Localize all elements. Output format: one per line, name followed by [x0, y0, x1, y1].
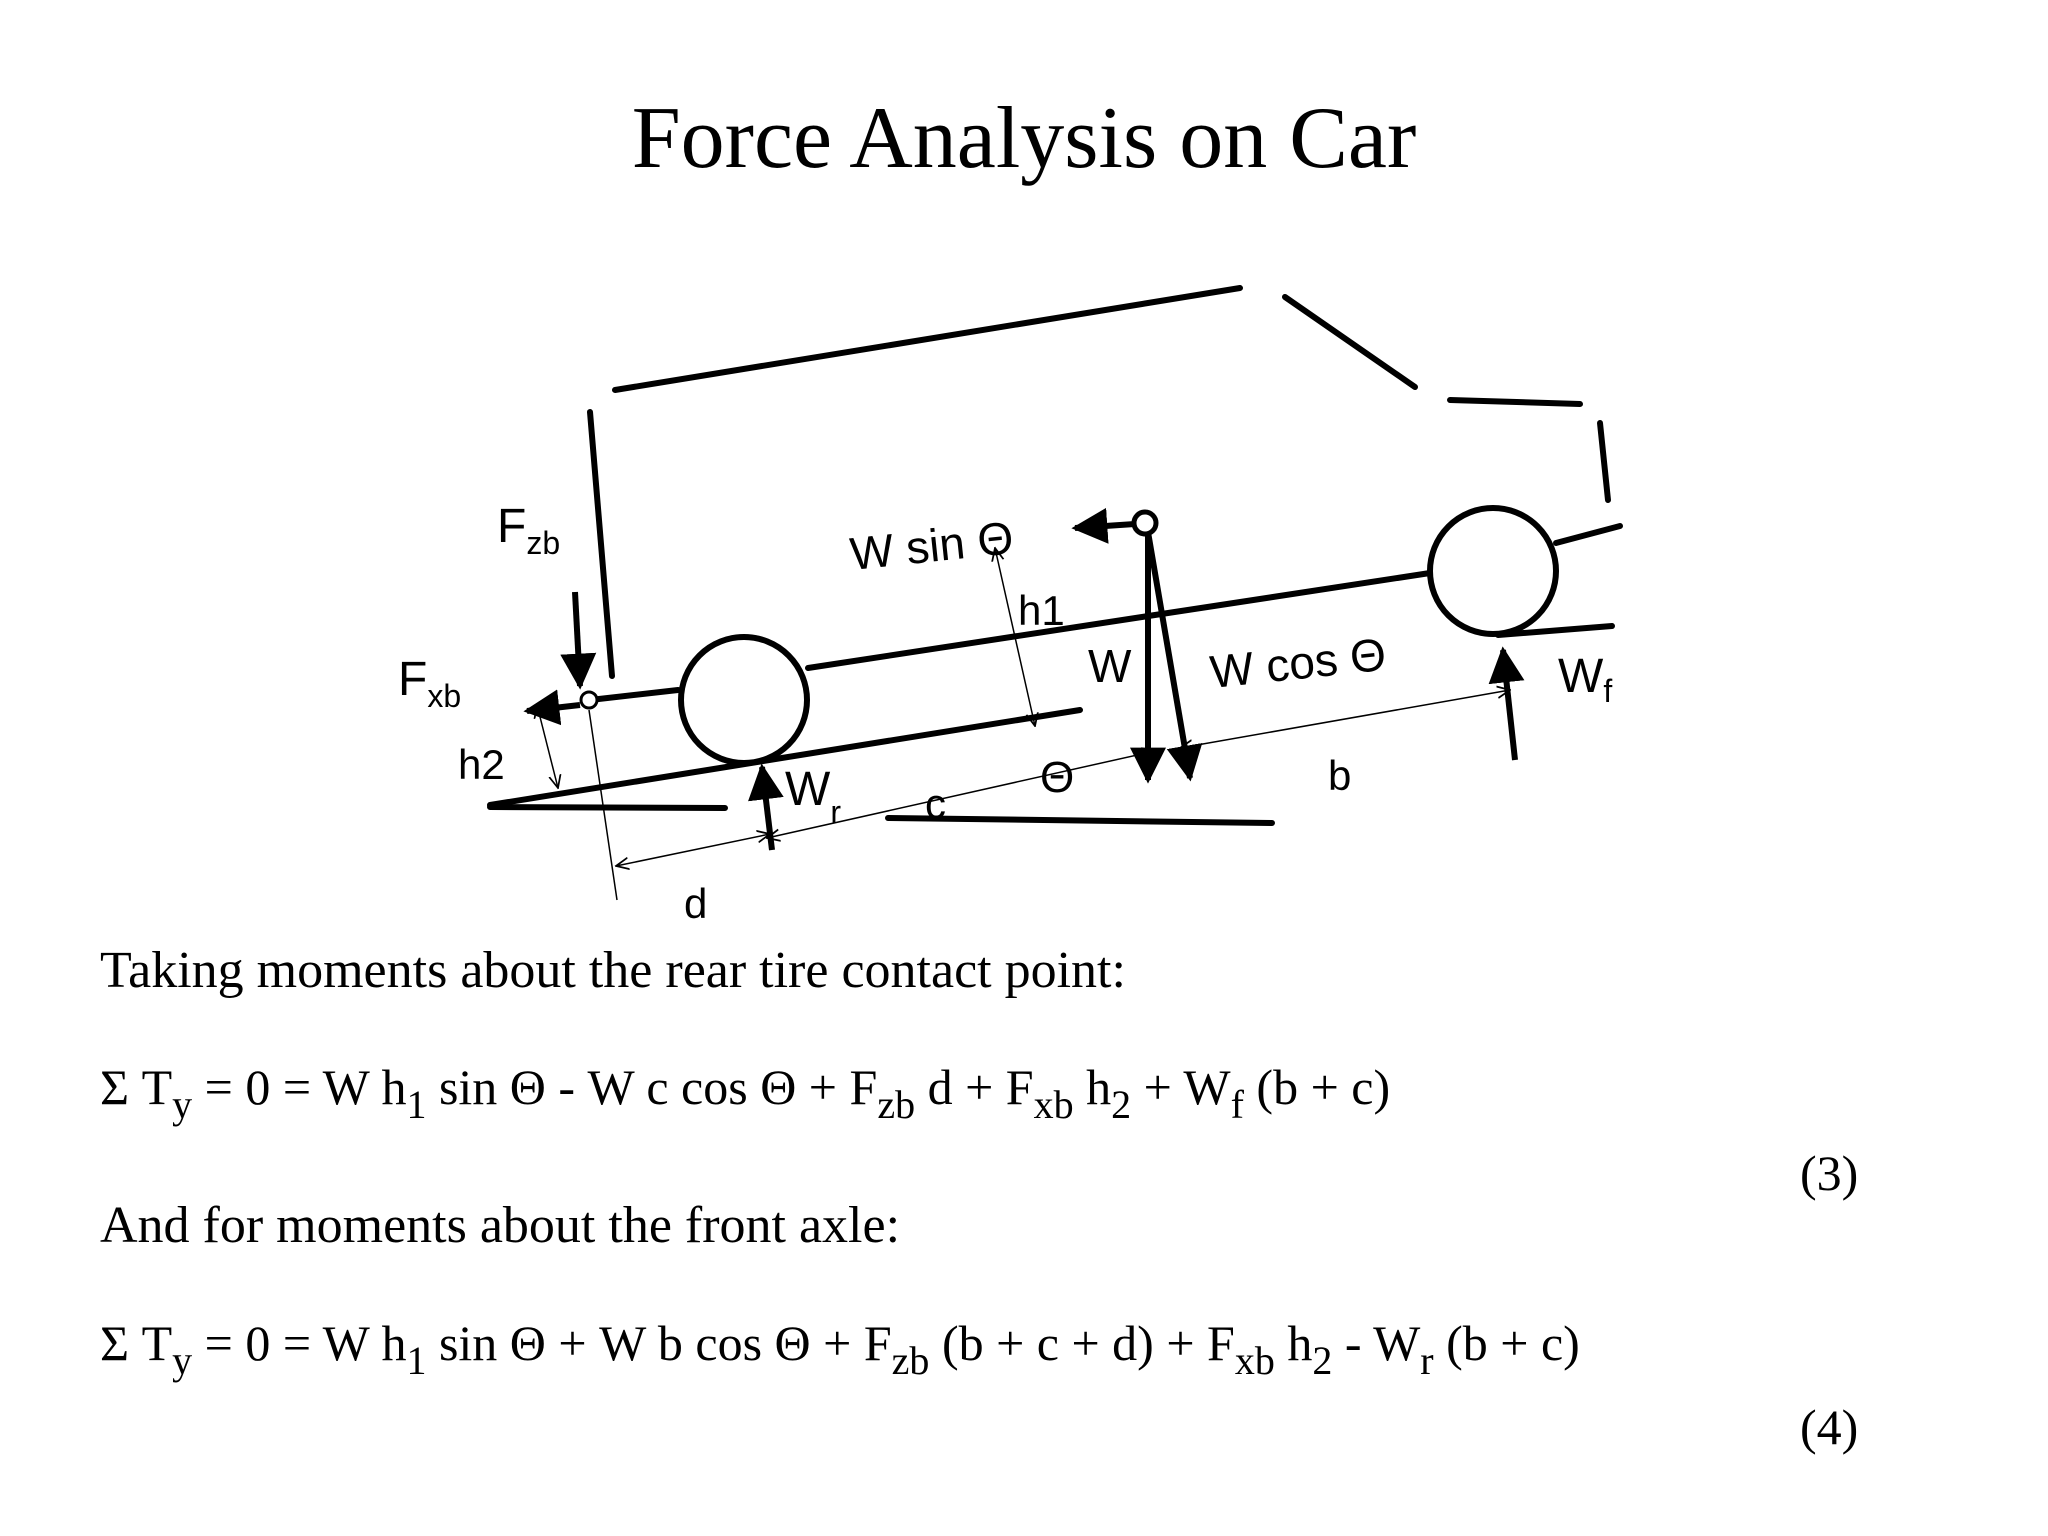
h1-dimension: [995, 548, 1035, 726]
car-body: [487, 285, 1623, 826]
hitch-point: [579, 690, 599, 710]
theta-label: Θ: [1040, 753, 1074, 802]
d-label: d: [684, 880, 707, 927]
fzb-arrow: [560, 591, 597, 690]
page-title: Force Analysis on Car: [631, 90, 1417, 187]
eq3-sub: f: [1230, 1082, 1244, 1127]
c-dimension: [767, 751, 1155, 838]
eq4-sub: xb: [1234, 1338, 1275, 1383]
force-arrows: [523, 507, 1525, 851]
eq3-part: sin Θ - W c cos Θ + F: [426, 1059, 878, 1115]
fzb-label: Fzb: [497, 500, 560, 561]
equation-4-number: (4): [1800, 1399, 1859, 1455]
eq3-sub: zb: [877, 1082, 916, 1127]
eq3-part: (b + c): [1243, 1059, 1391, 1115]
center-of-gravity: [1131, 509, 1159, 537]
b-label: b: [1328, 752, 1351, 799]
windshield-line: [1282, 294, 1418, 390]
eq4-sub: zb: [891, 1338, 930, 1383]
eq4-sub: y: [172, 1338, 193, 1383]
eq4-part: h: [1274, 1315, 1313, 1371]
wf-arrow: [1488, 646, 1525, 761]
eq4-part: Σ T: [100, 1315, 173, 1371]
w-sin-label: W sin Θ: [848, 511, 1016, 580]
eq3-part: + W: [1131, 1059, 1231, 1115]
equation-3: Σ Ty = 0 = W h1 sin Θ - W c cos Θ + Fzb …: [100, 1059, 1391, 1125]
front-axle-heading: And for moments about the front axle:: [100, 1197, 901, 1254]
eq4-part: - W: [1332, 1315, 1421, 1371]
chassis-rear-segment: [587, 687, 681, 703]
w-label: W: [1088, 640, 1132, 692]
wf-label: Wf: [1558, 650, 1612, 709]
dimension-lines: [537, 548, 1510, 901]
eq4-sub: 1: [406, 1338, 427, 1383]
rear-wheel: [678, 634, 810, 766]
hood-line: [1447, 397, 1583, 407]
c-label: c: [925, 780, 946, 827]
chassis-front-segment: [1553, 523, 1623, 546]
h2-label: h2: [458, 741, 505, 788]
eq3-part: d + F: [915, 1059, 1034, 1115]
ground-stub: [1495, 623, 1615, 638]
rear-contact-heading: Taking moments about the rear tire conta…: [100, 942, 1126, 999]
eq4-part: (b + c): [1433, 1315, 1580, 1371]
eq4-part: sin Θ + W b cos Θ + F: [426, 1315, 892, 1371]
w-cos-label: W cos Θ: [1208, 628, 1389, 698]
eq4-part: (b + c + d) + F: [929, 1315, 1235, 1371]
wr-label: Wr: [785, 763, 841, 830]
w-sin-arrow: [1071, 507, 1136, 544]
h1-label: h1: [1018, 587, 1065, 634]
fxb-label: Fxb: [398, 653, 461, 714]
eq3-part: h: [1073, 1059, 1112, 1115]
fxb-arrow: [523, 689, 581, 726]
eq3-sub: y: [172, 1082, 193, 1127]
chassis-line: [805, 570, 1433, 671]
eq3-sub: 1: [406, 1082, 427, 1127]
w-cos-arrow: [1145, 531, 1203, 782]
front-line: [1597, 420, 1611, 503]
horizontal-ref-left: [487, 804, 728, 811]
d-extension: [588, 709, 618, 901]
d-dimension: [616, 834, 770, 866]
eq4-sub: 2: [1312, 1338, 1333, 1383]
eq3-part: = 0 = W h: [192, 1059, 407, 1115]
roof-line: [612, 285, 1243, 393]
eq3-sub: 2: [1111, 1082, 1132, 1127]
eq3-sub: xb: [1033, 1082, 1074, 1127]
b-dimension: [1180, 690, 1510, 748]
h2-dimension: [537, 705, 558, 788]
eq3-part: Σ T: [100, 1059, 173, 1115]
equation-3-number: (3): [1800, 1145, 1859, 1201]
eq4-sub: r: [1420, 1338, 1434, 1383]
equation-4: Σ Ty = 0 = W h1 sin Θ + W b cos Θ + Fzb …: [100, 1315, 1580, 1381]
eq4-part: = 0 = W h: [192, 1315, 407, 1371]
rear-line: [587, 409, 615, 679]
front-wheel: [1427, 505, 1559, 637]
